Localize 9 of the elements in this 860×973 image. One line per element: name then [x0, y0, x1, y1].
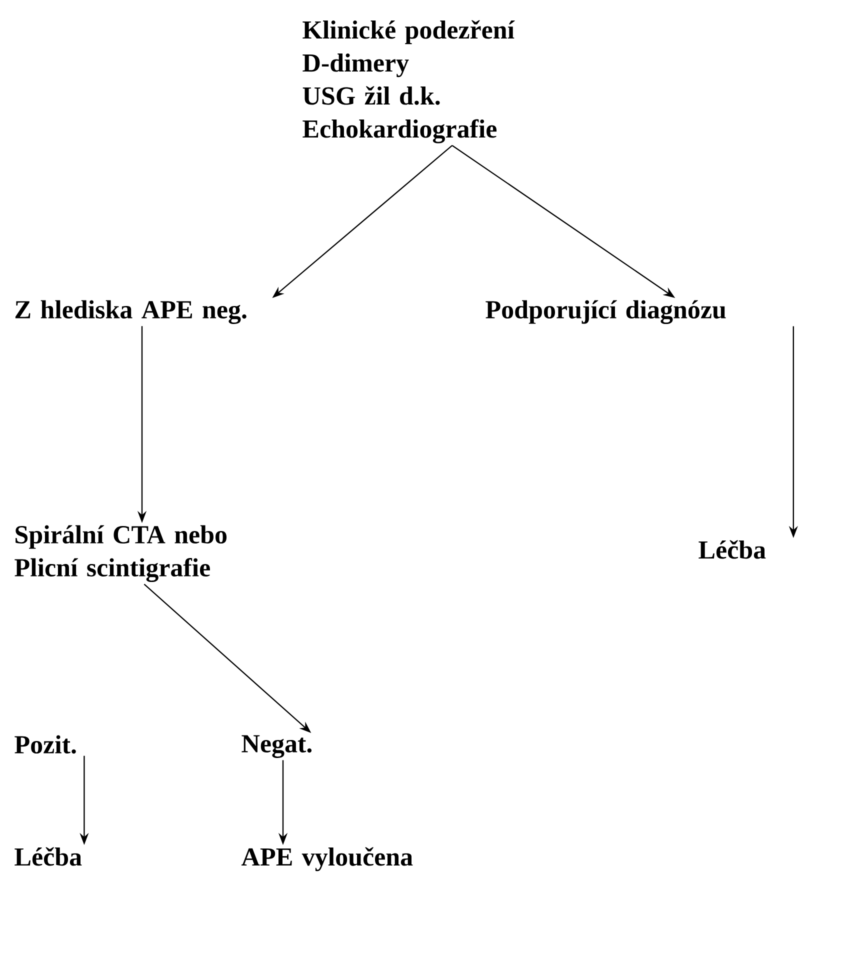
flow-text: Pozit. — [14, 735, 76, 754]
flow-text: Léčba — [698, 540, 766, 559]
flow-text: Negat. — [242, 735, 312, 758]
flow-text: APE vyloučena — [241, 847, 413, 872]
flow-text: Léčba — [14, 847, 82, 866]
flow-text: Spirální CTA nebo Plicní scintigrafie — [14, 525, 227, 582]
flow-text: Z hlediska APE neg. — [15, 300, 246, 324]
flow-text: Klinické podezření D-dimery USG žil d.k. Echokardiografie — [302, 20, 515, 144]
flow-text: Podporující diagnózu — [486, 300, 726, 324]
